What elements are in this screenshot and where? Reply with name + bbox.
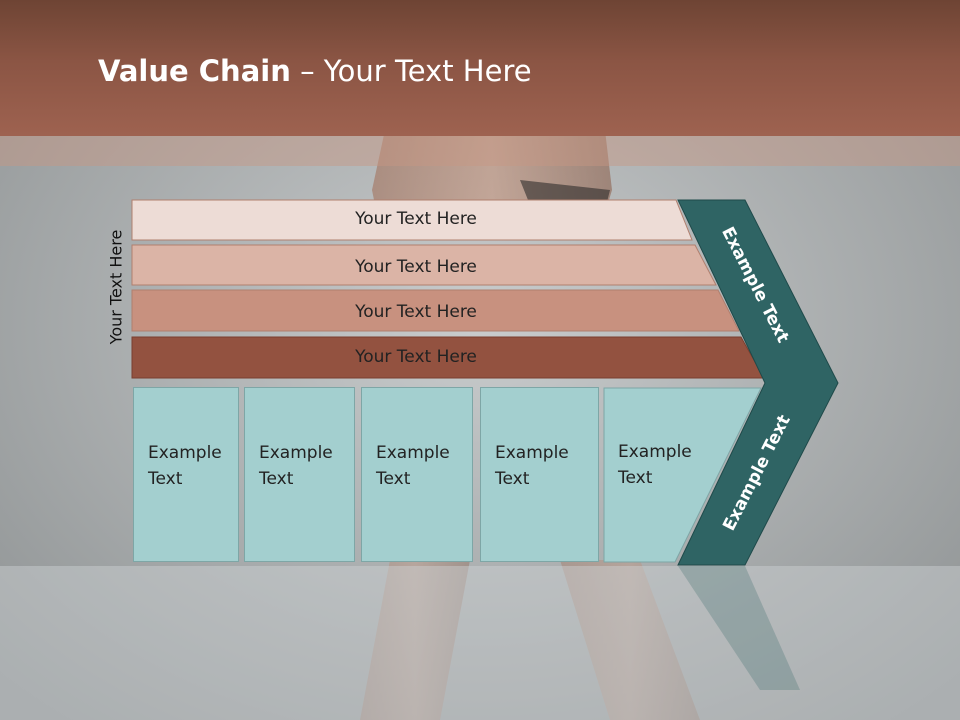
cell-2: Example Text: [244, 387, 355, 562]
title-banner: [0, 0, 960, 136]
cell-5-shape: [603, 387, 762, 563]
title-rest: – Your Text Here: [290, 54, 532, 88]
chevron-reflection: [678, 566, 800, 690]
slide-title: Value Chain – Your Text Here: [98, 54, 532, 88]
band-2-label: Your Text Here: [355, 257, 477, 277]
cell-1: Example Text: [133, 387, 239, 562]
chevron-arrow: [677, 199, 839, 566]
band-2-shape: [131, 244, 717, 286]
cell-1-label: Example Text: [148, 443, 222, 489]
band-1-shape: [131, 199, 693, 241]
band-4-label: Your Text Here: [355, 347, 477, 367]
cell-3-label: Example Text: [376, 443, 450, 489]
cell-3: Example Text: [361, 387, 473, 562]
band-1-label: Your Text Here: [355, 209, 477, 229]
band-3-label: Your Text Here: [355, 302, 477, 322]
cell-4-label: Example Text: [495, 443, 569, 489]
title-bold: Value Chain: [98, 54, 291, 88]
band-3-shape: [131, 289, 740, 332]
cell-2-label: Example Text: [259, 443, 333, 489]
cell-4: Example Text: [480, 387, 599, 562]
title-banner-shadow: [0, 136, 960, 166]
cell-5-shape-layer: [603, 387, 762, 563]
cell-5-label: Example Text: [618, 442, 692, 488]
